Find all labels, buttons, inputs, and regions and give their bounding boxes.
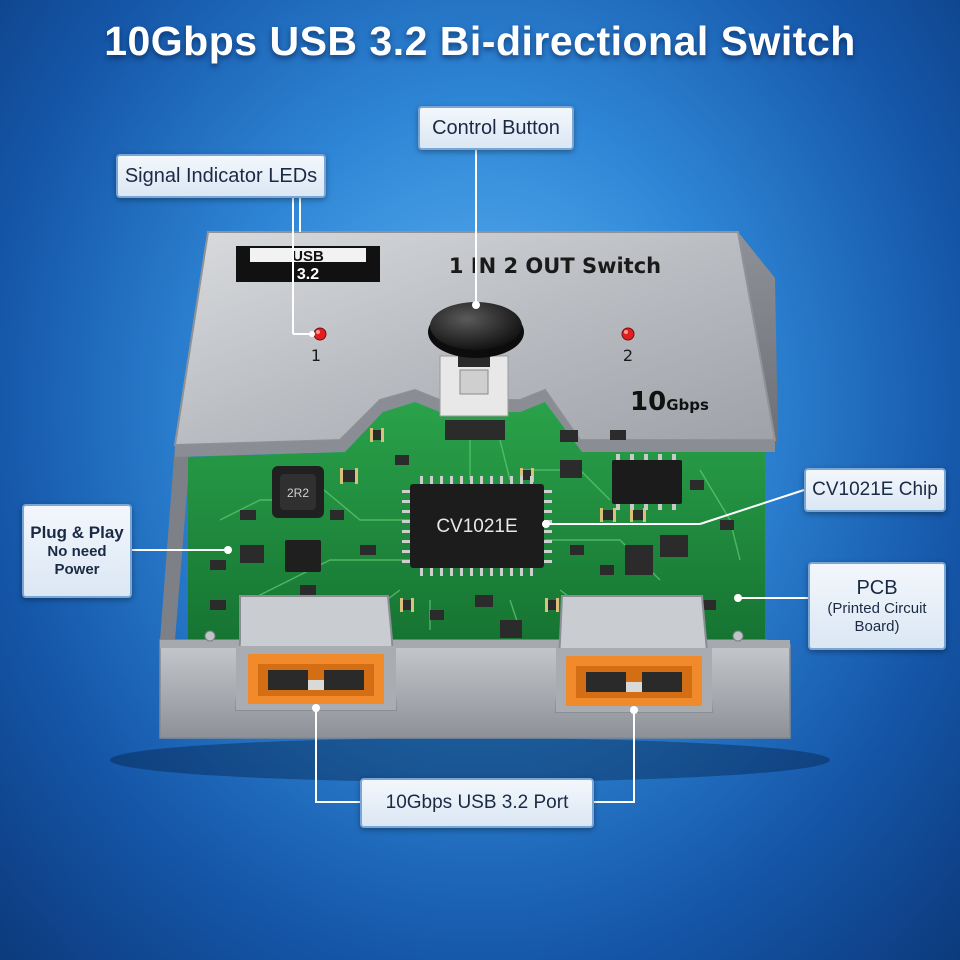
led-1-icon: [313, 327, 327, 341]
pcb-pads: [340, 428, 646, 612]
inductor-label: 2R2: [287, 486, 309, 500]
led-2-icon: [621, 327, 635, 341]
led-2-label: 2: [623, 346, 633, 365]
callout-usb-port-text: 10Gbps USB 3.2 Port: [385, 791, 569, 813]
callout-plug-and-play: Plug & Play No need Power: [22, 504, 132, 598]
screw: [732, 630, 744, 642]
callout-plug-play-line3: Power: [54, 561, 100, 579]
control-button-icon[interactable]: [430, 302, 522, 350]
speed-unit: Gbps: [666, 396, 709, 414]
callout-pcb-line3: Board): [854, 618, 900, 635]
page-title: 10Gbps USB 3.2 Bi-directional Switch: [104, 18, 856, 64]
callout-pcb-line1: PCB: [856, 577, 898, 599]
callout-signal-leds: Signal Indicator LEDs: [116, 154, 326, 198]
main-chip: CV1021E: [402, 476, 552, 576]
callout-control-button-text: Control Button: [432, 117, 560, 139]
callout-pcb-line2: (Printed Circuit: [827, 600, 927, 617]
callout-plug-play-line1: Plug & Play: [30, 522, 124, 542]
usb-port-2: [554, 595, 714, 713]
device-shadow: [110, 738, 830, 782]
usb-port-1: [234, 595, 398, 711]
usb-badge-line2: 3.2: [297, 266, 319, 283]
pcb-components: [210, 420, 734, 638]
housing-top-edge: [175, 390, 775, 457]
callout-usb-port: 10Gbps USB 3.2 Port: [360, 778, 594, 828]
screw: [204, 630, 216, 642]
ic-chip-small: [285, 540, 321, 572]
callout-chip-text: CV1021E Chip: [812, 478, 938, 500]
speed-value: 10Gbps: [630, 387, 709, 417]
speed-big: 10: [630, 387, 666, 417]
callout-chip: CV1021E Chip: [804, 468, 946, 512]
callout-leader-lines: [132, 150, 808, 803]
callout-signal-leds-text: Signal Indicator LEDs: [124, 165, 318, 187]
usb-badge-line1: USB: [292, 248, 324, 265]
callout-pcb: PCB (Printed Circuit Board): [808, 562, 946, 650]
switch-label: 1 IN 2 OUT Switch: [449, 254, 661, 278]
ic-chip-secondary: [612, 460, 682, 504]
callout-plug-play-line2: No need: [47, 543, 107, 561]
led-1-label: 1: [311, 346, 321, 365]
main-chip-label: CV1021E: [436, 516, 517, 537]
callout-control-button: Control Button: [418, 106, 574, 150]
